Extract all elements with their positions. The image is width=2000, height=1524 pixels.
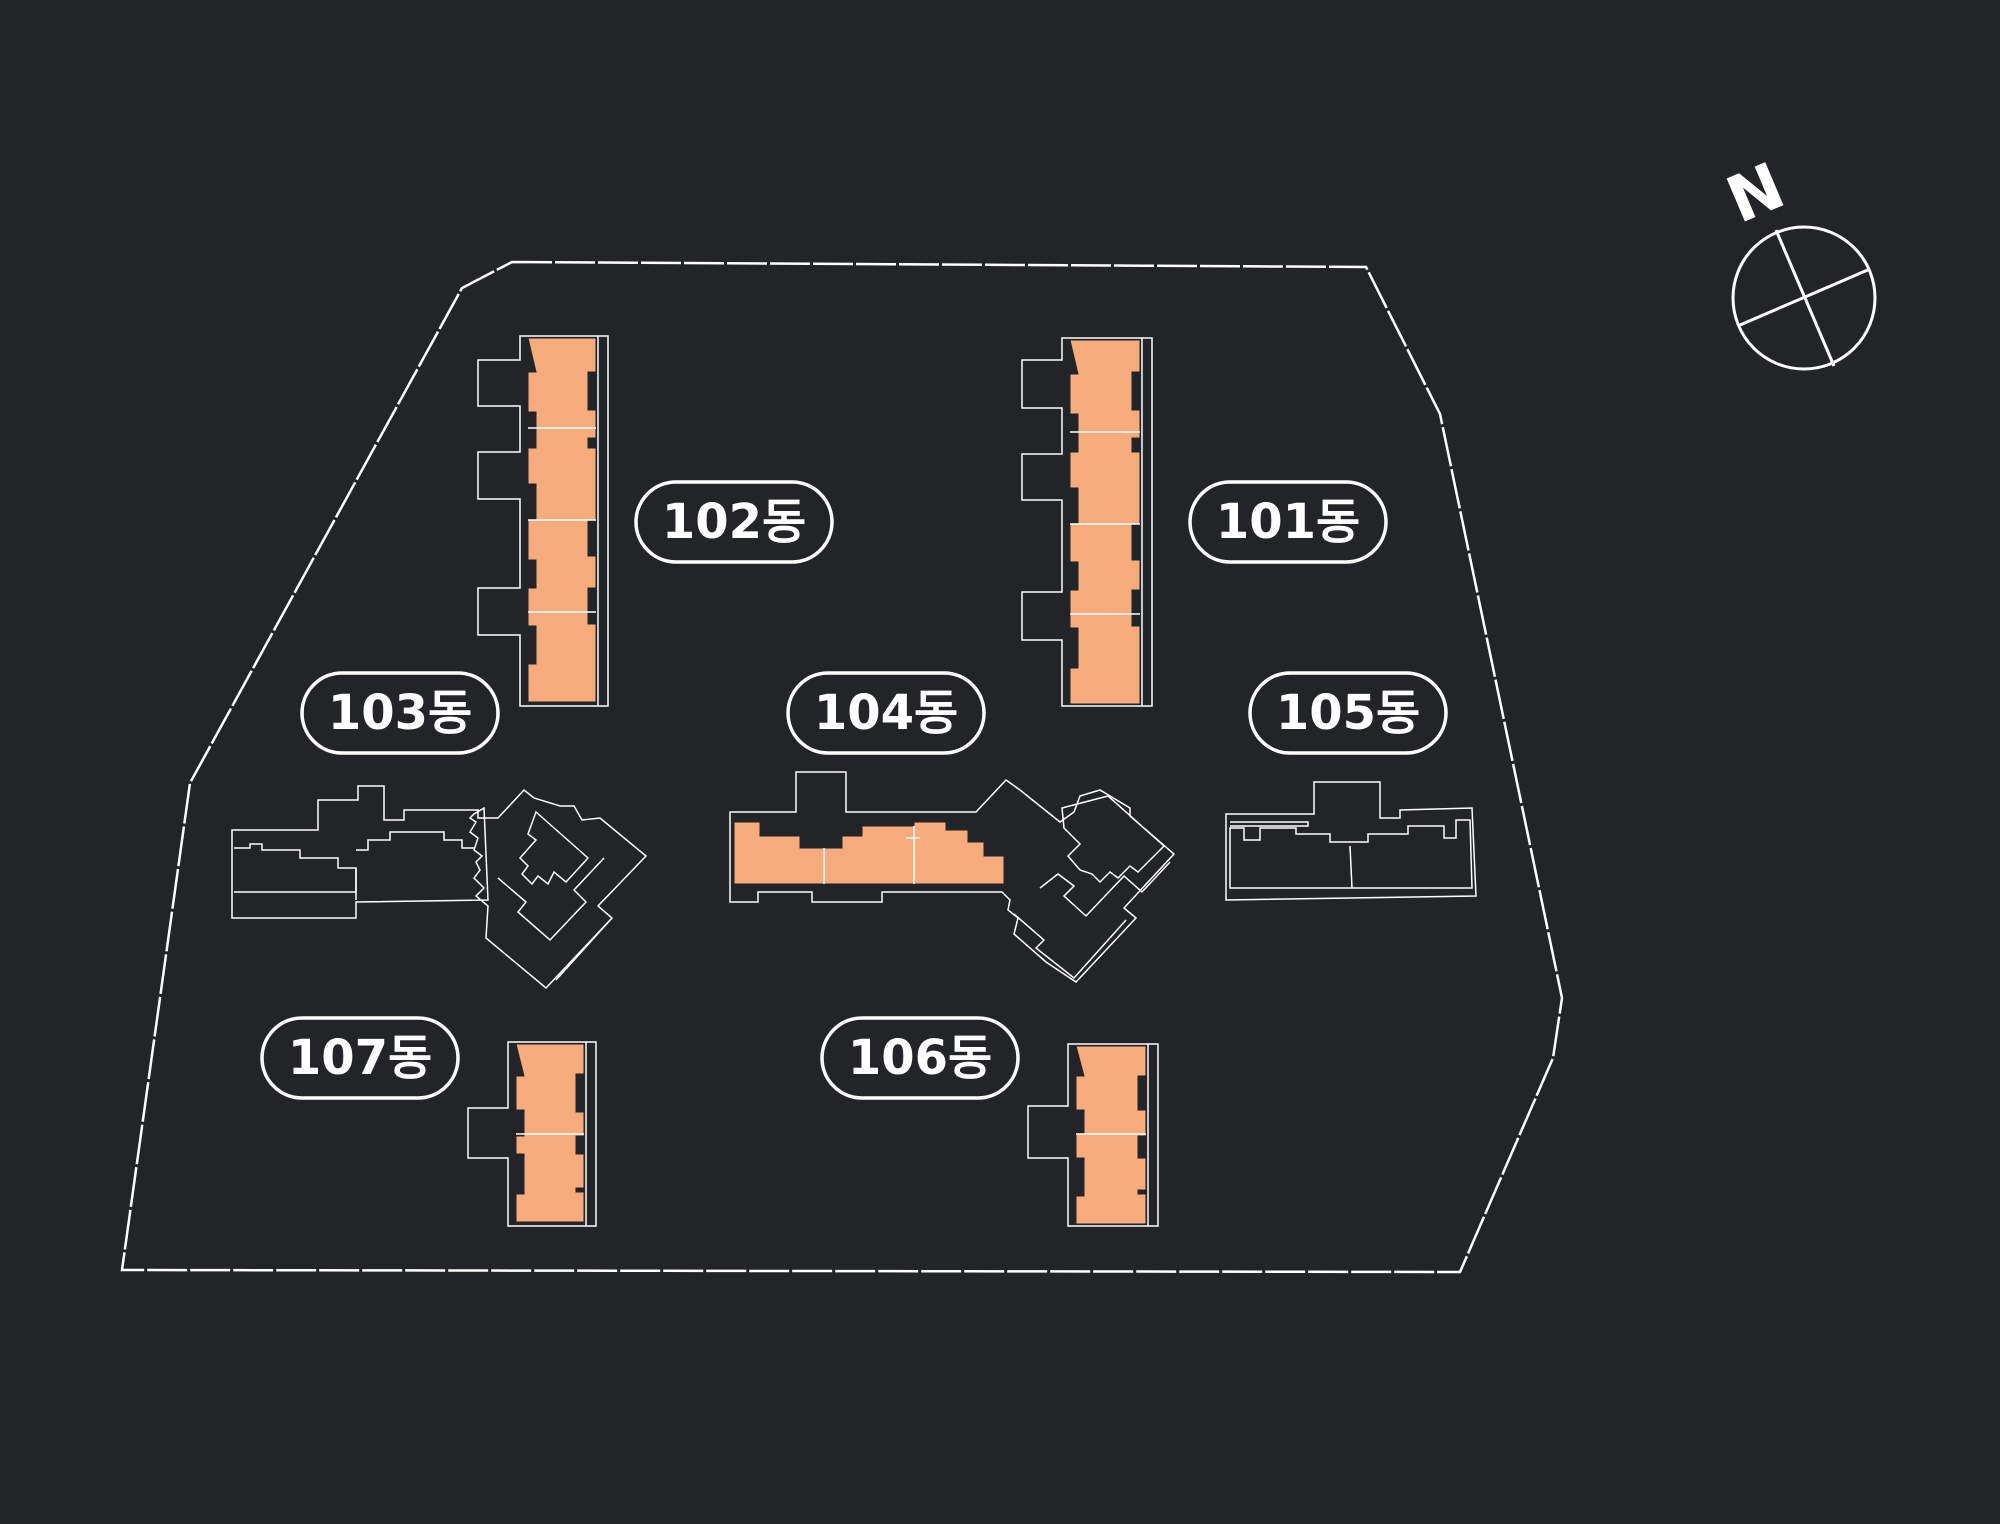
building-101-outline [1021,337,1153,707]
label-102[interactable]: 102동 [634,480,834,564]
building-104-outline [729,771,1176,983]
building-103-outline [231,785,648,990]
label-107-text: 107동 [288,1030,432,1086]
label-107[interactable]: 107동 [260,1016,460,1100]
label-102-text: 102동 [662,494,806,550]
building-105[interactable] [1225,781,1477,901]
label-103-text: 103동 [328,685,472,741]
north-compass-icon: N [1717,149,1877,371]
label-103[interactable]: 103동 [300,671,500,755]
building-106-unit [1075,1045,1147,1225]
building-106[interactable] [1027,1043,1159,1227]
label-105-text: 105동 [1276,685,1420,741]
building-107-outline [467,1041,597,1227]
label-106[interactable]: 106동 [820,1016,1020,1100]
building-107[interactable] [467,1041,597,1227]
building-104-unit [733,821,1005,885]
label-104-text: 104동 [814,685,958,741]
building-102-outline [477,335,609,707]
building-101[interactable] [1021,337,1153,707]
label-106-text: 106동 [848,1030,992,1086]
north-label: N [1717,149,1795,238]
label-104[interactable]: 104동 [786,671,986,755]
building-105-outline [1225,781,1477,901]
building-106-outline [1027,1043,1159,1227]
building-101-unit [1069,339,1141,705]
label-101[interactable]: 101동 [1188,480,1388,564]
building-102[interactable] [477,335,609,707]
building-107-unit [515,1043,585,1223]
building-104[interactable] [729,771,1176,983]
label-101-text: 101동 [1216,494,1360,550]
label-105[interactable]: 105동 [1248,671,1448,755]
site-boundary [120,260,1564,1274]
building-103[interactable] [231,785,648,990]
